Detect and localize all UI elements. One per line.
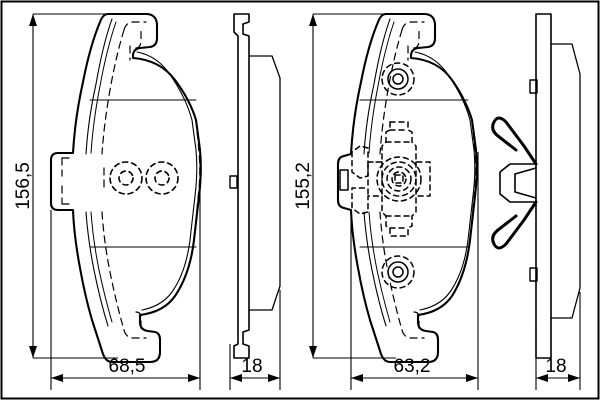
pad-1-friction-block: [89, 99, 197, 248]
dimension-text-height-left: 156,5: [13, 162, 34, 210]
pad-2-backing-plate-profile: [535, 13, 552, 359]
pad-2-side-lug-lower: [529, 267, 538, 282]
dimension-text-height-right: 155,2: [293, 162, 314, 210]
pad-2-friction-block: [359, 99, 469, 248]
pad-2-face-view: [336, 12, 478, 364]
pad-1-face-view: [49, 12, 202, 364]
pad-1-outline: [49, 12, 202, 364]
dimension-thickness-left: [229, 290, 281, 390]
pad-2-wear-sensor-boss: [351, 121, 431, 237]
dimension-height-right: [309, 13, 396, 359]
pad-1-friction-profile: [248, 55, 281, 311]
pad-1-side-lug: [229, 175, 238, 189]
pad-1-wear-indicator-circles: [109, 161, 179, 195]
pad-2-side-view: [491, 13, 581, 359]
dimension-text-thickness-right: 18: [545, 356, 566, 377]
pad-2-rivet-hole-lower: [381, 255, 415, 289]
pad-2-side-lug-upper: [529, 79, 538, 94]
pad-2-rivet-hole-upper: [381, 62, 415, 96]
dimension-thickness-right: [535, 292, 581, 390]
pad-1-backing-plate-profile: [233, 13, 250, 359]
pad-1-inner-edge-2: [90, 21, 117, 323]
dimension-height-left: [29, 13, 118, 359]
pad-2-inner-edge-2: [368, 21, 395, 323]
pad-1-inner-edge: [85, 18, 198, 327]
pad-2-hidden-contour: [379, 21, 477, 339]
dimension-width-right: [350, 152, 479, 390]
pad-2-friction-profile: [550, 43, 581, 319]
pad-1-side-view: [229, 13, 281, 359]
dimension-width-left: [50, 152, 201, 390]
pad-1-hidden-contour: [61, 21, 201, 339]
dimension-text-width-left: 68,5: [109, 356, 146, 377]
dimension-annotations: [29, 13, 581, 390]
pad-2-inner-edge: [363, 18, 476, 327]
pad-2-outline: [336, 12, 478, 364]
dimension-text-thickness-left: 18: [241, 356, 262, 377]
dimension-text-width-right: 63,2: [394, 356, 431, 377]
pad-2-sensor-tab: [339, 169, 349, 191]
pad-2-spring-clip: [491, 116, 538, 250]
